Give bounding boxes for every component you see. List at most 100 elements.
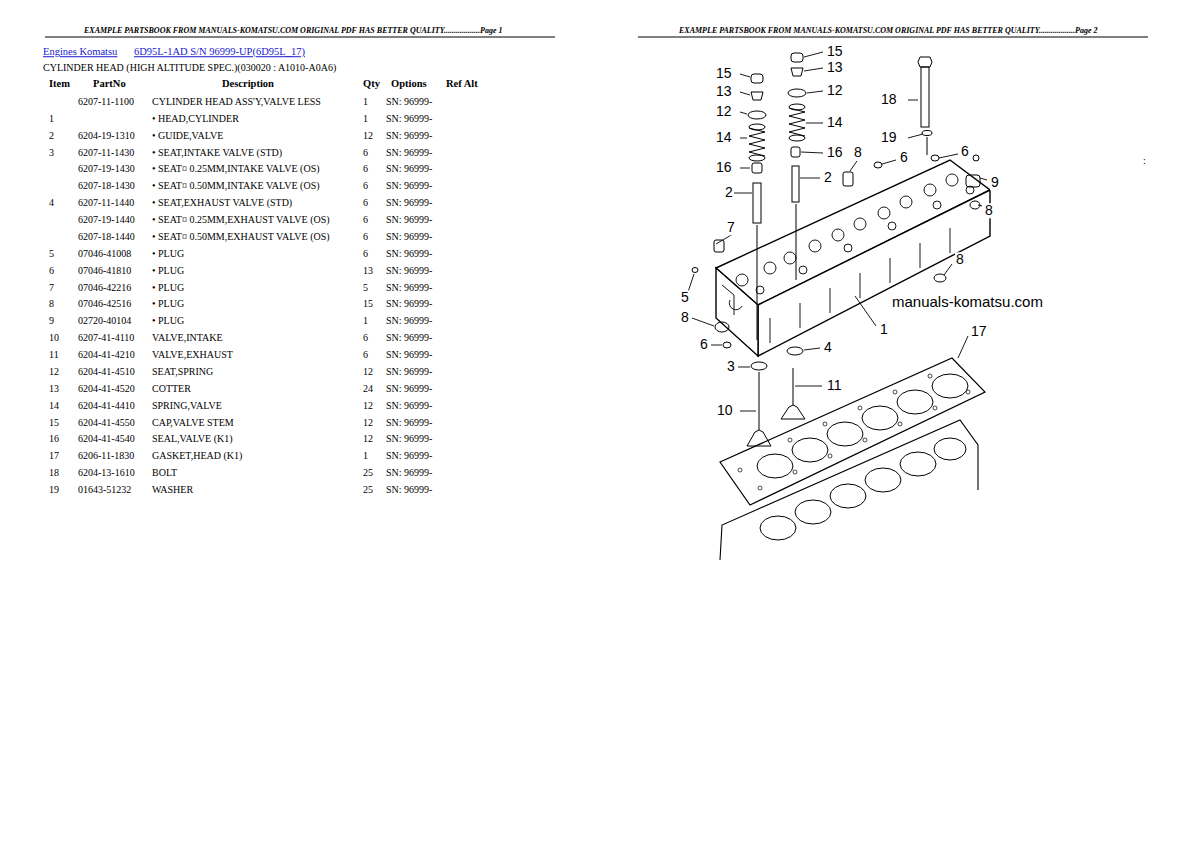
table-cell: 6207-18-1440 <box>78 230 135 241</box>
table-cell: 6204-41-4510 <box>78 365 135 376</box>
table-cell: • GUIDE,VALVE <box>152 129 223 140</box>
table-cell: • SEAT¤ 0.25MM,INTAKE VALVE (OS) <box>152 163 320 174</box>
table-cell: VALVE,INTAKE <box>152 332 223 343</box>
table-cell: 3 <box>49 146 54 157</box>
table-cell: SN: 96999- <box>386 129 432 140</box>
callout-number: 16 <box>715 160 733 175</box>
callout-number: 15 <box>715 66 733 81</box>
table-cell: 6207-18-1430 <box>78 180 135 191</box>
watermark: manuals-komatsu.com <box>892 294 1043 311</box>
table-cell: 1 <box>49 112 54 123</box>
table-cell: SN: 96999- <box>386 281 432 292</box>
callout-number: 7 <box>726 220 736 235</box>
table-cell: SN: 96999- <box>386 365 432 376</box>
table-cell: SN: 96999- <box>386 298 432 309</box>
table-cell: SN: 96999- <box>386 96 432 107</box>
table-cell: SN: 96999- <box>386 332 432 343</box>
table-cell: 6 <box>363 332 368 343</box>
table-cell: 17 <box>49 450 59 461</box>
table-cell: 02720-40104 <box>78 315 131 326</box>
table-cell: 6 <box>363 163 368 174</box>
table-cell: SN: 96999- <box>386 450 432 461</box>
callout-number: 12 <box>715 104 733 119</box>
table-cell: SN: 96999- <box>386 163 432 174</box>
mark: : <box>1143 155 1146 166</box>
table-cell: SN: 96999- <box>386 146 432 157</box>
callout-number: 19 <box>880 130 898 145</box>
table-cell: SEAT,SPRING <box>152 365 213 376</box>
table-cell: • SEAT¤ 0.50MM,INTAKE VALVE (OS) <box>152 180 320 191</box>
table-cell: 6207-19-1430 <box>78 163 135 174</box>
table-cell: SN: 96999- <box>386 382 432 393</box>
table-cell: 6 <box>49 264 54 275</box>
table-cell: 14 <box>49 399 59 410</box>
table-cell: 25 <box>363 467 373 478</box>
callout-number: 1 <box>879 322 889 337</box>
table-cell: 1 <box>363 96 368 107</box>
table-cell: • SEAT,EXHAUST VALVE (STD) <box>152 197 292 208</box>
table-cell: • SEAT¤ 0.50MM,EXHAUST VALVE (OS) <box>152 230 330 241</box>
breadcrumb-link: 6D95L-1AD S/N 96999-UP(6D95L_17) <box>134 46 305 58</box>
table-cell: 15 <box>49 416 59 427</box>
table-cell: 6207-11-1100 <box>78 96 134 107</box>
table-cell: BOLT <box>152 467 177 478</box>
table-cell: 6204-13-1610 <box>78 467 135 478</box>
table-cell: 5 <box>49 247 54 258</box>
table-cell: 01643-51232 <box>78 484 131 495</box>
table-cell: SN: 96999- <box>386 214 432 225</box>
callout-number: 10 <box>716 403 734 418</box>
callout-number: 14 <box>826 115 844 130</box>
table-cell: • PLUG <box>152 281 184 292</box>
table-cell: • PLUG <box>152 315 184 326</box>
table-cell: 12 <box>363 433 373 444</box>
column-header: Description <box>222 78 274 90</box>
table-cell: 6 <box>363 180 368 191</box>
callout-number: 8 <box>680 310 690 325</box>
table-cell: SN: 96999- <box>386 315 432 326</box>
table-cell: 6 <box>363 349 368 360</box>
table-cell: SN: 96999- <box>386 433 432 444</box>
table-cell: 13 <box>49 382 59 393</box>
callout-number: 15 <box>826 44 844 59</box>
table-cell: 6207-11-1430 <box>78 146 134 157</box>
table-cell: 6207-11-1440 <box>78 197 134 208</box>
table-cell: 15 <box>363 298 373 309</box>
callout-number: 13 <box>715 84 733 99</box>
table-cell: 12 <box>363 399 373 410</box>
table-cell: • HEAD,CYLINDER <box>152 112 239 123</box>
table-cell: 16 <box>49 433 59 444</box>
table-cell: • PLUG <box>152 247 184 258</box>
breadcrumb-link: Engines Komatsu <box>43 46 117 58</box>
table-cell: 8 <box>49 298 54 309</box>
table-cell: GASKET,HEAD (K1) <box>152 450 242 461</box>
callout-number: 6 <box>899 150 909 165</box>
table-cell: 6204-41-4520 <box>78 382 135 393</box>
table-cell: SN: 96999- <box>386 416 432 427</box>
table-cell: 07046-41008 <box>78 247 131 258</box>
table-cell: SN: 96999- <box>386 247 432 258</box>
table-cell: 1 <box>363 112 368 123</box>
table-cell: SN: 96999- <box>386 467 432 478</box>
table-cell: 6204-41-4410 <box>78 399 135 410</box>
table-cell: • SEAT¤ 0.25MM,EXHAUST VALVE (OS) <box>152 214 330 225</box>
table-cell: 1 <box>363 450 368 461</box>
table-cell: CAP,VALVE STEM <box>152 416 234 427</box>
callout-number: 18 <box>880 92 898 107</box>
table-cell: SN: 96999- <box>386 197 432 208</box>
callout-number: 8 <box>853 145 863 160</box>
callout-number: 2 <box>823 170 833 185</box>
table-cell: 2 <box>49 129 54 140</box>
callout-number: 2 <box>724 185 734 200</box>
table-cell: 6204-41-4540 <box>78 433 135 444</box>
table-cell: 6 <box>363 230 368 241</box>
table-cell: 6 <box>363 247 368 258</box>
section-title: CYLINDER HEAD (HIGH ALTITUDE SPEC.)(0300… <box>43 62 336 73</box>
table-cell: 4 <box>49 197 54 208</box>
callout-number: 14 <box>715 130 733 145</box>
callout-number: 11 <box>826 378 843 393</box>
table-cell: 12 <box>49 365 59 376</box>
table-cell: 5 <box>363 281 368 292</box>
callout-number: 12 <box>826 83 844 98</box>
callout-number: 13 <box>826 60 844 75</box>
callout-number: 6 <box>699 337 709 352</box>
